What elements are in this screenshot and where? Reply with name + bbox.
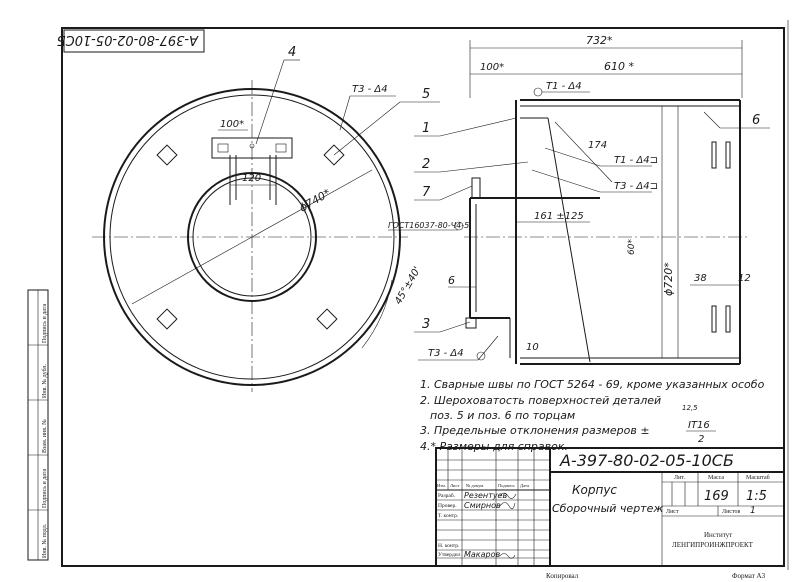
- outer-ring-inner: [109, 94, 395, 380]
- signature-1: [499, 492, 517, 499]
- title-block-name: Корпус: [572, 483, 617, 497]
- side-strip-cell-4: Подпись и дата: [42, 468, 48, 508]
- role-razrab: Разраб.: [438, 492, 456, 499]
- note-3-den: 2: [698, 434, 704, 445]
- copy-label: Копировал: [546, 572, 579, 580]
- name-utv: Макаров: [464, 550, 501, 559]
- weld-t3-mid: Т3 - Δ4⊐: [614, 181, 658, 192]
- institute-line1: Институт: [704, 531, 732, 539]
- front-view: ϕ740* 100* 120 45°±40' 4 5 Т3 - Δ4: [92, 45, 440, 392]
- dim-phi720: ϕ720*: [662, 262, 675, 296]
- dim-60: 60*: [627, 239, 637, 255]
- lug-4: [316, 308, 338, 330]
- title-block-code: А-397-80-02-05-10СБ: [559, 451, 734, 470]
- dim-732: 732*: [586, 34, 613, 47]
- name-razrab: Резентуев: [464, 491, 507, 500]
- dim-174: 174: [588, 140, 607, 151]
- mass-value: 169: [704, 489, 729, 504]
- role-prover: Провер.: [438, 503, 457, 509]
- side-strip-cell-3: Взам. инв. №: [42, 419, 48, 453]
- callout-7: 7: [422, 185, 431, 200]
- note-3: 3. Предельные отклонения размеров ±: [420, 424, 650, 437]
- lug-2: [323, 144, 345, 166]
- side-strip-cell-1: Подпись и дата: [42, 303, 48, 343]
- dim-610: 610 *: [604, 60, 634, 73]
- name-prover: Смирнов: [464, 501, 501, 510]
- side-view: 732* 100* 610 * ϕ720* 60*: [388, 34, 770, 365]
- dim-45deg: 45°±40': [393, 265, 423, 307]
- sheet-label: Лист: [666, 509, 679, 515]
- callout-6: 6: [752, 113, 760, 128]
- code-stamp: А-397-80-02-05-10СБ: [57, 29, 205, 53]
- outer-ring-outer: [103, 88, 401, 386]
- dim-120: 120: [242, 173, 261, 184]
- note-2: 2. Шероховатость поверхностей деталей: [420, 394, 661, 407]
- signature-3: [499, 553, 516, 559]
- scale-value: 1:5: [746, 489, 767, 504]
- sheet-frame: [61, 27, 785, 567]
- dim-12: 12: [738, 273, 751, 284]
- callout-4: 4: [288, 45, 296, 60]
- code-stamp-text: А-397-80-02-05-10СБ: [57, 32, 199, 47]
- note-1: 1. Сварные швы по ГОСТ 5264 - 69, кроме …: [420, 378, 765, 391]
- institute-line2: ЛЕНГИПРОИНЖПРОЕКТ: [672, 541, 754, 549]
- signature-2: [499, 502, 516, 510]
- dim-phi740: ϕ740*: [297, 186, 333, 214]
- weld-t1-top: Т1 - Δ4: [546, 81, 582, 92]
- dim-100-left: 100*: [220, 119, 244, 130]
- role-utv: Утвердил: [438, 552, 461, 558]
- bore-outer: [187, 172, 317, 302]
- dim-100-top: 100*: [480, 62, 504, 73]
- callout-2: 2: [422, 157, 430, 172]
- col-date: Дата: [520, 483, 529, 488]
- lug-1: [156, 144, 178, 166]
- lug-3: [156, 308, 178, 330]
- weld-t3-bottom: Т3 - Δ4: [428, 348, 464, 359]
- gost-mark: ГОСТ16037-80-Ч4-5: [388, 221, 469, 230]
- callout-5: 5: [422, 87, 430, 102]
- title-block: А-397-80-02-05-10СБ Корпус Сборочный чер…: [435, 447, 785, 567]
- col-sign: Подпись: [498, 483, 515, 488]
- role-tkontr: Т. контр.: [438, 513, 459, 519]
- format-label: Формат А3: [732, 572, 766, 580]
- side-strip-cell-2: Инв. № дубл.: [41, 364, 48, 398]
- weld-t1-mid: Т1 - Δ4⊐: [614, 155, 658, 166]
- roughness-value: 12,5: [682, 404, 698, 412]
- callout-3: 3: [422, 317, 430, 332]
- dim-10: 10: [526, 342, 539, 353]
- title-block-subtitle: Сборочный чертеж: [552, 502, 663, 515]
- dim-6: 6: [448, 274, 455, 287]
- bore-inner: [192, 177, 312, 297]
- col-izm: Изм.: [437, 483, 446, 488]
- side-strip: Подпись и дата Инв. № дубл. Взам. инв. №…: [27, 289, 49, 561]
- lit-label: Лит.: [674, 475, 685, 481]
- scale-label: Масштаб: [746, 474, 770, 481]
- mounting-plate: [211, 137, 293, 159]
- mass-label: Масса: [708, 475, 724, 481]
- note-3-num: IT16: [688, 420, 710, 431]
- weld-t3-left: Т3 - Δ4: [352, 84, 388, 95]
- col-doc: № докум.: [466, 483, 484, 488]
- col-list: Лист: [450, 483, 459, 488]
- dim-38: 38: [694, 273, 707, 284]
- dim-161: 161 ±125: [534, 211, 584, 222]
- notes: 1. Сварные швы по ГОСТ 5264 - 69, кроме …: [420, 378, 765, 453]
- side-strip-cell-5: Инв. № подл.: [42, 523, 48, 558]
- sheets-value: 1: [750, 506, 756, 516]
- callout-1: 1: [422, 121, 430, 136]
- note-2b: поз. 5 и поз. 6 по торцам: [430, 409, 575, 422]
- role-nkontr: Н. контр.: [438, 543, 460, 549]
- note-4: 4.* Размеры для справок.: [420, 440, 568, 453]
- sheets-label: Листов: [722, 509, 740, 515]
